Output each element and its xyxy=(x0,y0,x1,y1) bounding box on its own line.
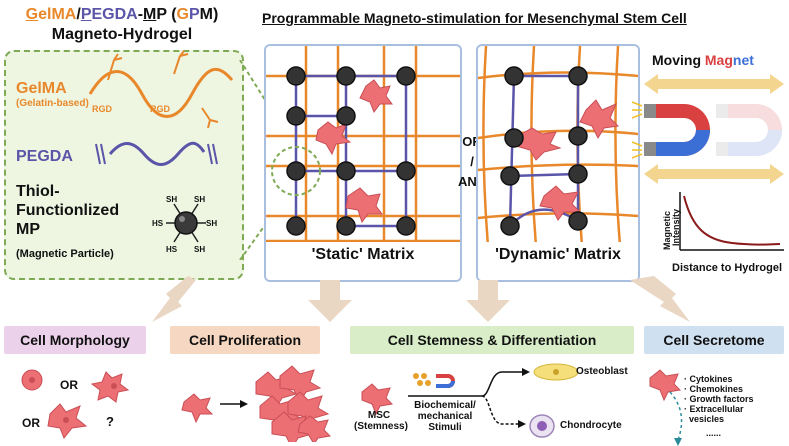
secretome-item: · Growth factors xyxy=(684,394,754,404)
hydrogel-title-part: P xyxy=(189,6,200,23)
msc-label: MSC(Stemness) xyxy=(354,410,408,432)
secretome-item: · Chemokines xyxy=(684,384,744,394)
distance-to-hydrogel-label: Distance to Hydrogel xyxy=(672,262,783,274)
rgd-label-1: RGD xyxy=(92,104,113,114)
svg-text:HS: HS xyxy=(152,219,164,228)
down-arrows xyxy=(152,276,690,322)
static-matrix-drawing xyxy=(266,46,460,280)
hydrogel-title-part: / xyxy=(76,6,81,23)
dynamic-matrix-label: 'Dynamic' Matrix xyxy=(495,246,621,263)
osteoblast-label: Osteoblast xyxy=(576,366,628,377)
cell-stemness-tag: Cell Stemness & Differentiation xyxy=(350,326,634,354)
morphology-or-1: OR xyxy=(60,378,78,392)
pegda-label: PEGDA xyxy=(16,148,73,165)
hydrogel-components-panel xyxy=(4,50,244,280)
hydrogel-title: GelMA/PEGDA-MP (GPM) xyxy=(12,6,232,24)
dynamic-matrix-panel xyxy=(476,44,640,282)
magnetic-intensity-ylabel-2: Intensity xyxy=(671,209,681,246)
magnet-motion-arrow-bottom xyxy=(644,164,784,184)
svg-text:SH: SH xyxy=(194,245,205,254)
chondrocyte-label: Chondrocyte xyxy=(560,420,622,431)
differentiation-diagram xyxy=(361,363,579,438)
hydrogel-title-part: ) xyxy=(213,6,219,23)
proliferation-cells xyxy=(181,365,332,442)
svg-text:SH: SH xyxy=(166,195,177,204)
moving-magnet-title: Moving Magnet xyxy=(652,52,754,68)
magnet-motion-arrow-top xyxy=(644,74,784,94)
static-matrix-panel xyxy=(264,44,462,282)
morphology-question: ? xyxy=(106,414,114,429)
secretome-ellipsis: ...... xyxy=(706,428,722,438)
gelma-sublabel: (Gelatin-based) xyxy=(16,98,89,109)
field-sparks-icon xyxy=(631,101,643,159)
secretome-diagram xyxy=(649,369,683,446)
rgd-label-2: RGD xyxy=(150,104,171,114)
thiol-sublabel: (Magnetic Particle) xyxy=(16,248,114,260)
secretome-item: · Cytokines xyxy=(684,374,733,384)
dynamic-matrix-drawing xyxy=(478,46,638,280)
morphology-or-2: OR xyxy=(22,416,40,430)
magnetic-intensity-ylabel: Magnetic xyxy=(662,211,672,250)
static-matrix-label: 'Static' Matrix xyxy=(311,246,415,263)
thiol-label: Thiol- Functionlized MP xyxy=(16,183,120,238)
thiol-particle-icon: SH SH HS SH HS SH xyxy=(152,195,217,254)
svg-text:SH: SH xyxy=(194,195,205,204)
stimulation-title: Programmable Magneto-stimulation for Mes… xyxy=(262,10,687,26)
hydrogel-subtitle: Magneto-Hydrogel xyxy=(51,26,193,43)
cell-secretome-tag: Cell Secretome xyxy=(644,326,784,354)
hydrogel-title-part: GelMA xyxy=(25,6,77,23)
svg-text:HS: HS xyxy=(166,245,178,254)
magnetic-intensity-curve: Magnetic Intensity xyxy=(662,192,784,251)
cell-morphology-tag: Cell Morphology xyxy=(4,326,146,354)
hydrogel-title-part: PEGDA xyxy=(80,6,138,23)
secretome-item: vesicles xyxy=(684,414,725,424)
hydrogel-title-part: G xyxy=(176,6,189,23)
secretome-list: · Cytokines· Chemokines· Growth factors·… xyxy=(684,374,754,424)
hydrogel-title-part: - xyxy=(137,6,144,23)
morphology-cells xyxy=(21,369,130,439)
hydrogel-title-part: MP xyxy=(143,6,167,23)
secretome-item: · Extracellular xyxy=(684,404,744,414)
gelma-label: GelMA xyxy=(16,80,67,97)
gelma-chain-icon: RGD RGD xyxy=(88,50,234,129)
pegda-chain-icon xyxy=(95,141,218,166)
hydrogel-title-part: M xyxy=(199,6,213,23)
hydrogel-title-part: ( xyxy=(166,6,177,23)
magnet-ghost-icon xyxy=(716,104,782,156)
cell-proliferation-tag: Cell Proliferation xyxy=(170,326,320,354)
horseshoe-magnet-icon xyxy=(640,104,710,156)
svg-text:SH: SH xyxy=(206,219,217,228)
